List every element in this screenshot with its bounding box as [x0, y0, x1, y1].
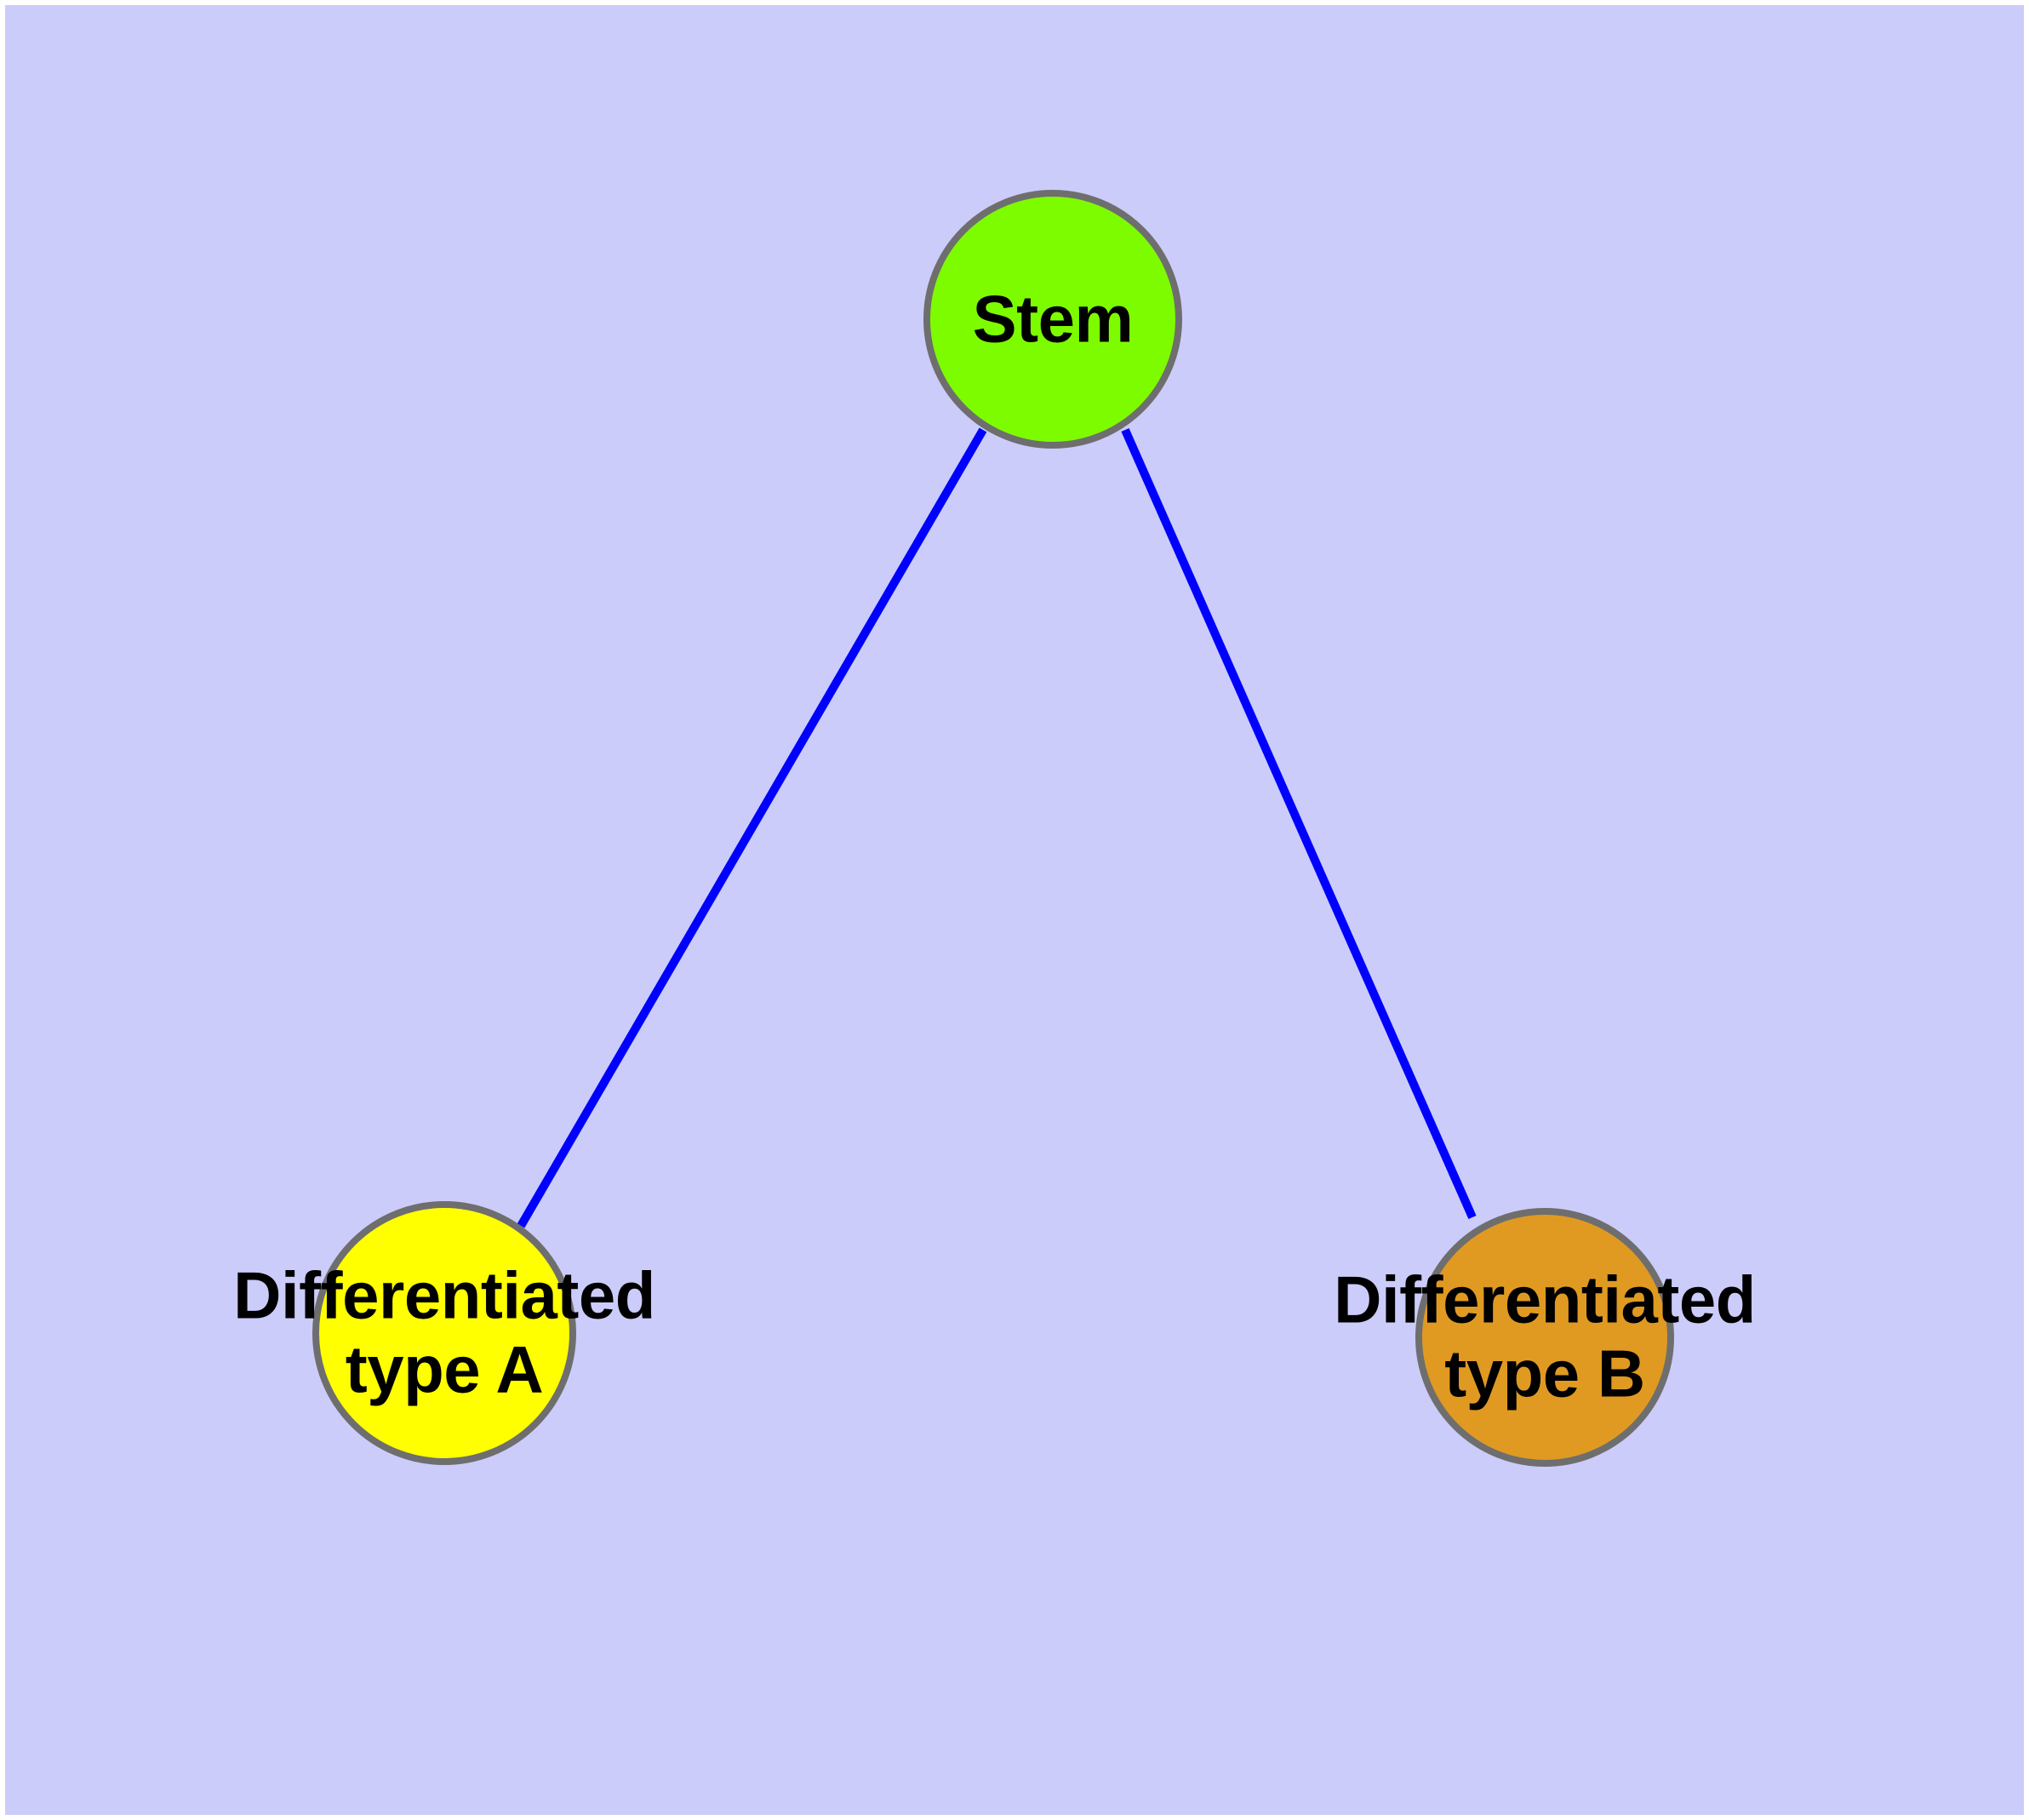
node-label-stem: Stem	[972, 281, 1134, 357]
node-differentiated-type-b[interactable]	[1415, 1208, 1674, 1467]
label-line-2: type A	[345, 1332, 544, 1407]
label-line-2: type B	[1444, 1336, 1645, 1411]
node-differentiated-type-a[interactable]	[312, 1201, 576, 1465]
label-line-1: Differentiated	[233, 1257, 655, 1333]
node-stem[interactable]	[923, 190, 1182, 449]
edge-stem-to-differentiated-type-a	[517, 427, 987, 1228]
edge-stem-to-differentiated-type-b	[1121, 427, 1477, 1220]
label-line-1: Differentiated	[1334, 1262, 1756, 1337]
